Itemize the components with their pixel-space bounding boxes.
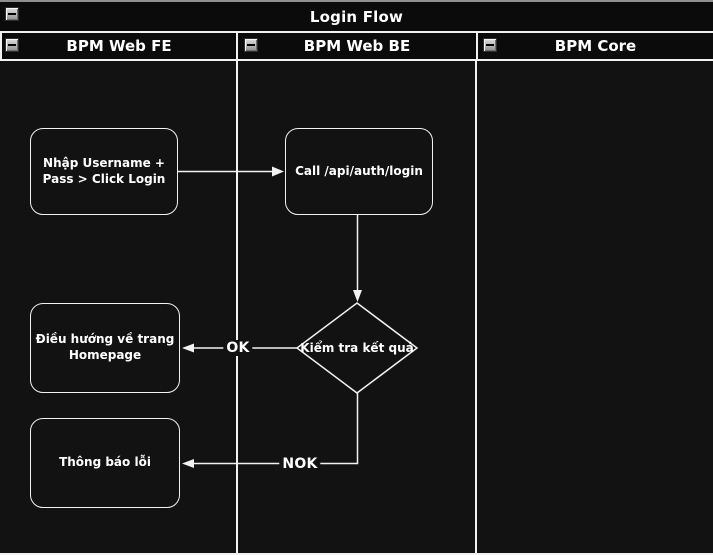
arrowhead-icon — [272, 166, 284, 177]
node-label: Kiểm tra kết quả — [300, 341, 414, 355]
node-navigate-homepage[interactable]: Điều hướng về trang Homepage — [30, 303, 180, 393]
pool-title: Login Flow — [309, 7, 404, 26]
lane-header-bpm-web-be[interactable]: BPM Web BE — [236, 33, 476, 59]
collapse-lane-core-button[interactable] — [483, 38, 497, 52]
edge-label-nok[interactable]: NOK — [279, 456, 321, 472]
arrowhead-icon — [182, 343, 194, 353]
node-input-credentials[interactable]: Nhập Username + Pass > Click Login — [30, 128, 178, 215]
node-check-result[interactable]: Kiểm tra kết quả — [297, 303, 417, 393]
collapse-pool-button[interactable] — [5, 7, 19, 21]
lane-divider — [475, 61, 477, 553]
pool-top-border — [0, 0, 713, 2]
lane-header-bpm-web-fe[interactable]: BPM Web FE — [2, 33, 236, 59]
node-label: Điều hướng về trang Homepage — [35, 332, 175, 362]
edge-label-ok[interactable]: OK — [223, 340, 253, 356]
minus-icon — [486, 44, 494, 46]
minus-icon — [8, 44, 16, 46]
minus-icon — [247, 44, 255, 46]
lane-header-bpm-core[interactable]: BPM Core — [476, 33, 713, 59]
node-error-notification[interactable]: Thông báo lỗi — [30, 418, 180, 508]
node-label: Thông báo lỗi — [59, 455, 151, 470]
lane-label: BPM Core — [554, 37, 637, 55]
pool-title-bar: Login Flow — [0, 2, 713, 33]
arrowhead-icon — [353, 290, 362, 302]
minus-icon — [8, 13, 16, 15]
node-label: Call /api/auth/login — [295, 163, 423, 178]
arrowhead-icon — [182, 459, 194, 468]
lane-label: BPM Web FE — [66, 37, 172, 55]
node-call-login-api[interactable]: Call /api/auth/login — [285, 128, 433, 215]
lane-label: BPM Web BE — [303, 37, 411, 55]
node-label: Nhập Username + Pass > Click Login — [42, 155, 166, 186]
lane-divider — [236, 61, 238, 553]
collapse-lane-fe-button[interactable] — [5, 38, 19, 52]
collapse-lane-be-button[interactable] — [244, 38, 258, 52]
edge-check-nok-to-error[interactable] — [193, 393, 359, 465]
pool-bottom-border — [0, 553, 713, 555]
lane-header-row: BPM Web FE BPM Web BE BPM Core — [0, 33, 713, 61]
